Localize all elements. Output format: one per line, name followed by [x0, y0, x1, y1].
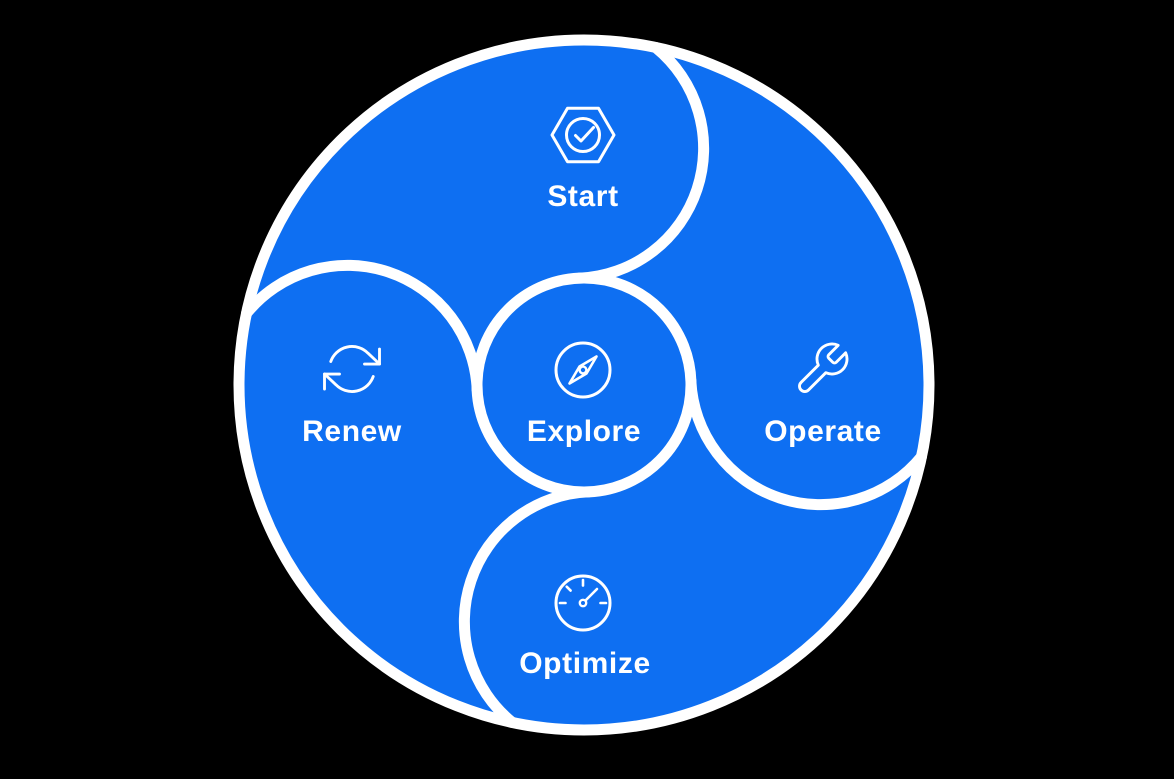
refresh-icon	[323, 345, 381, 393]
center-circle	[471, 272, 697, 498]
gauge-icon	[554, 574, 612, 632]
wrench-icon	[798, 342, 849, 393]
segment-label-optimize: Optimize	[519, 647, 650, 680]
segment-dividers	[241, 42, 927, 728]
divider-right	[685, 374, 927, 511]
divider-bottom	[458, 486, 595, 728]
compass-icon	[554, 341, 612, 399]
segment-label-renew: Renew	[302, 415, 402, 448]
center-label-explore: Explore	[527, 415, 641, 448]
segment-label-start: Start	[547, 180, 618, 213]
hexagon-check-icon	[550, 106, 616, 164]
segment-label-operate: Operate	[764, 415, 882, 448]
divider-top	[573, 42, 710, 284]
divider-left	[241, 259, 483, 396]
